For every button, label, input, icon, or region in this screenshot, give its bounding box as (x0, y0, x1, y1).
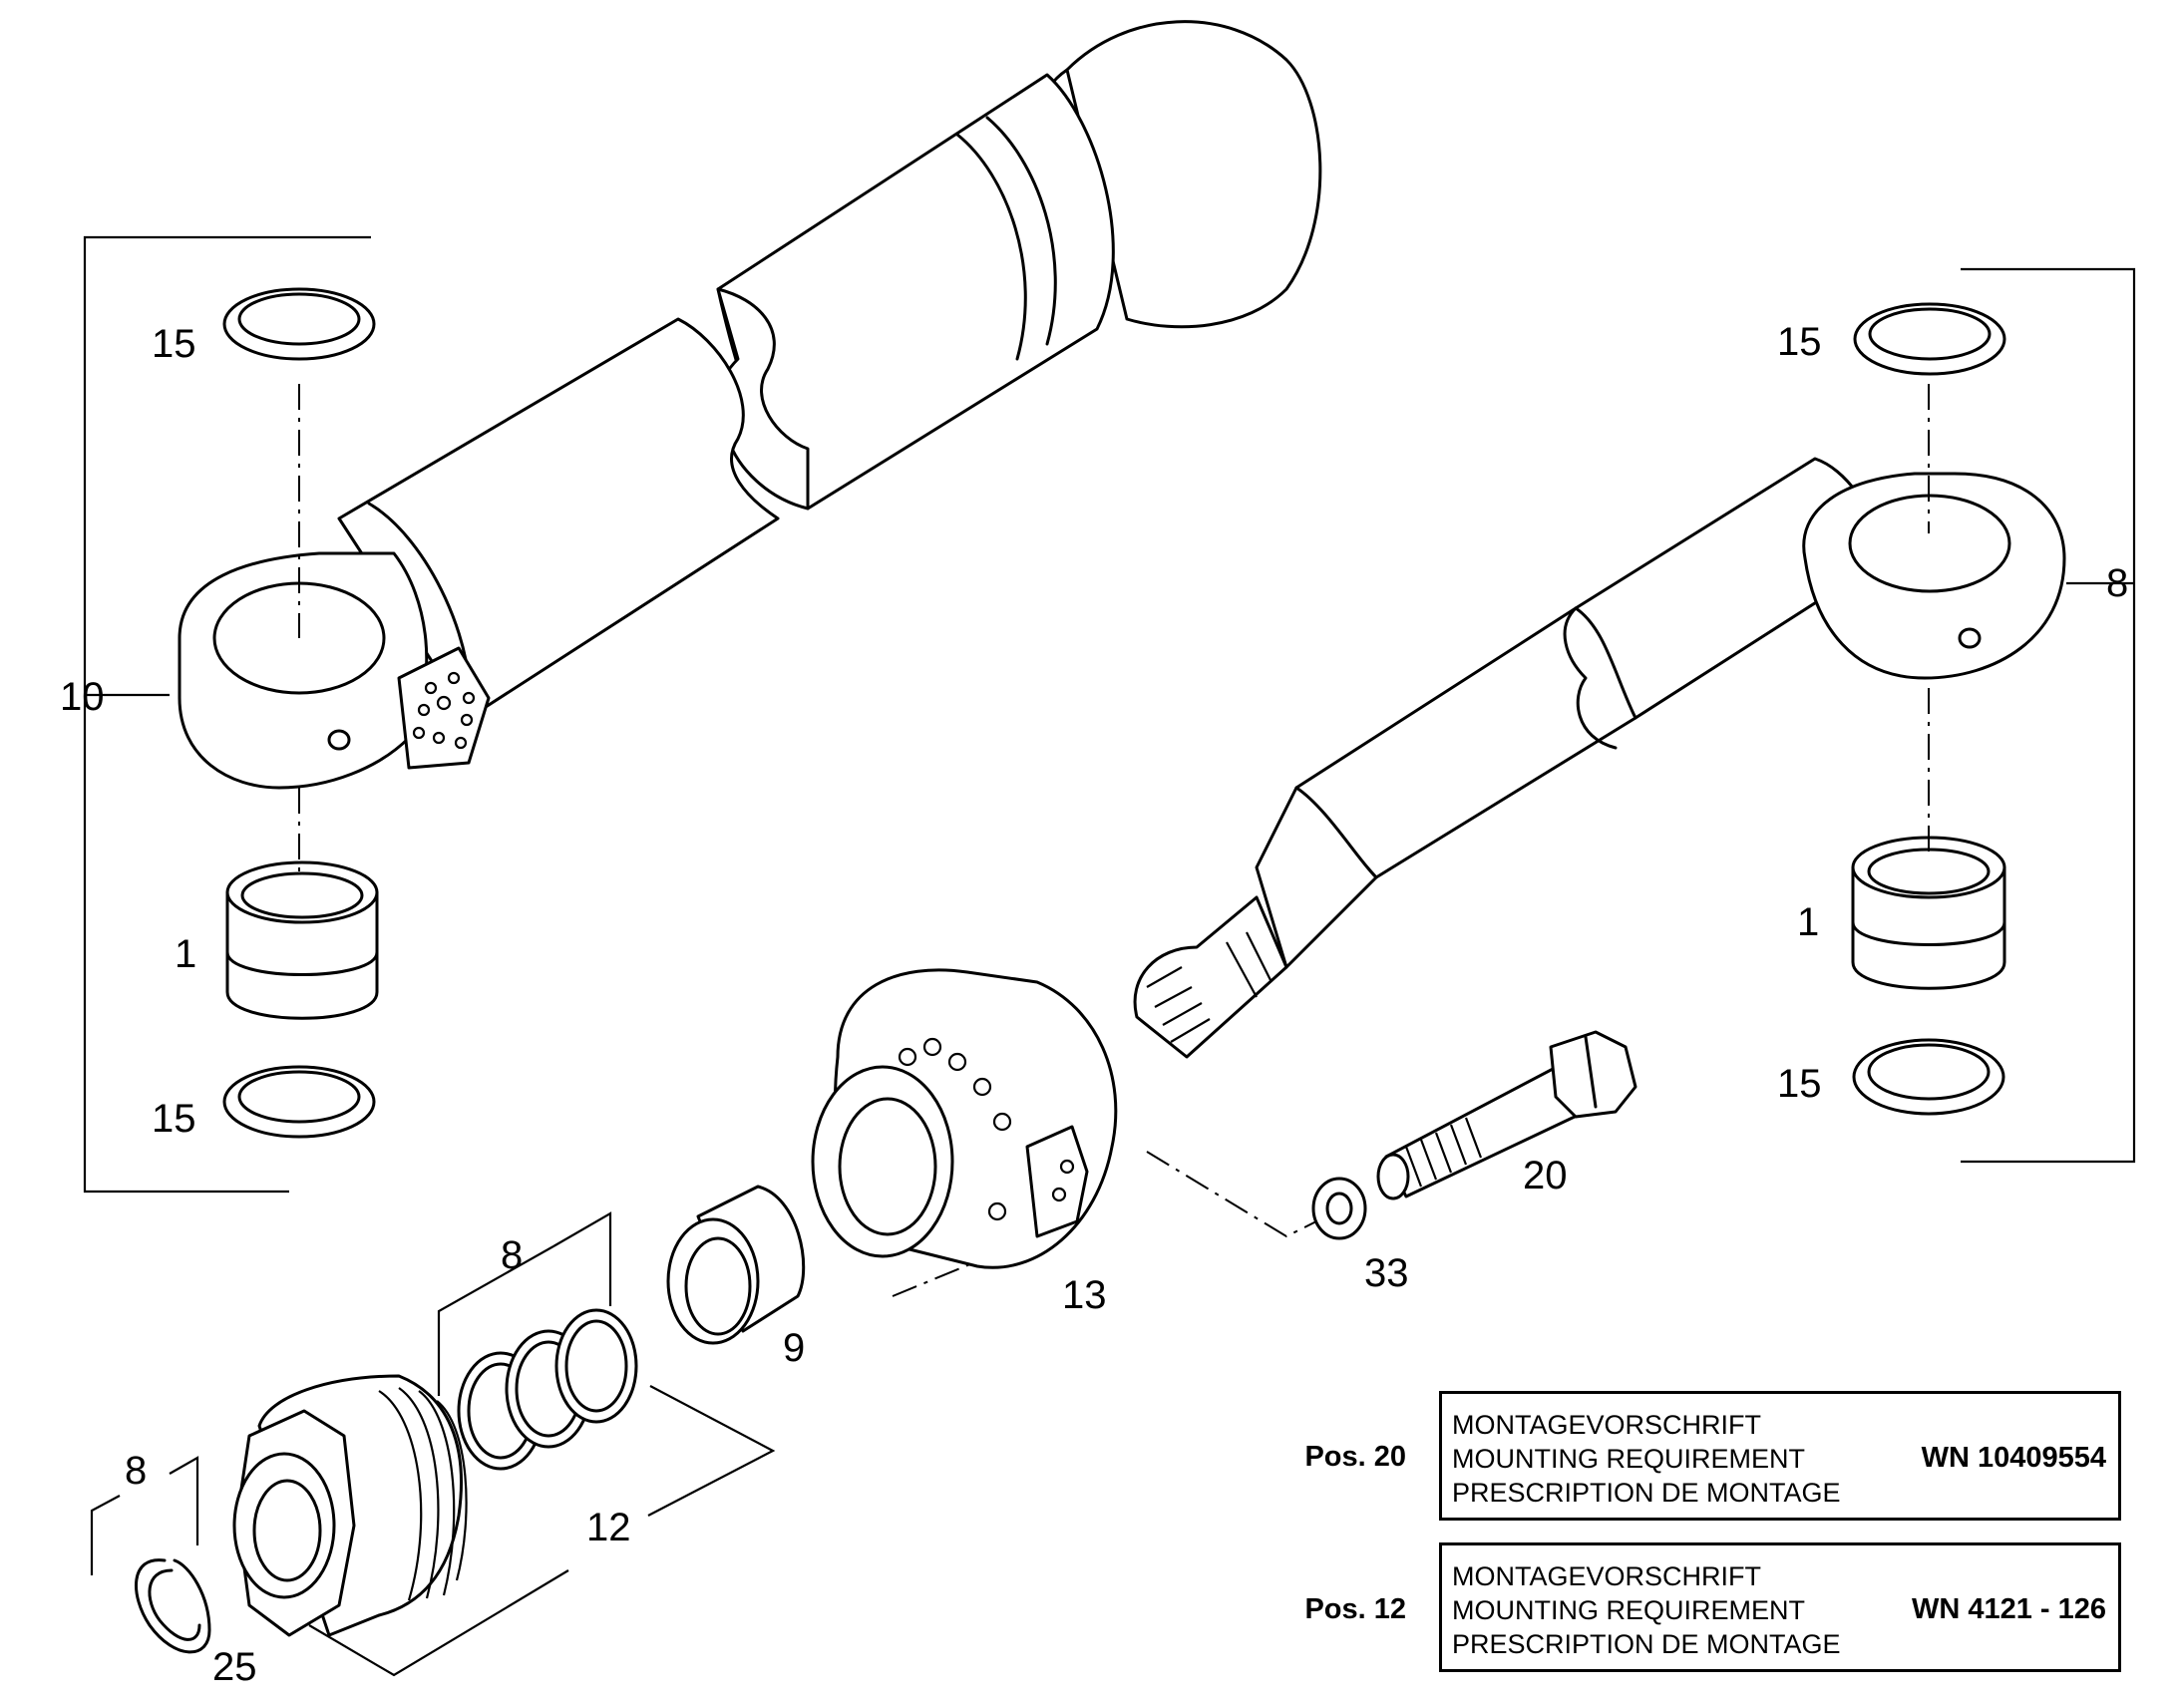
label-8-rod: 8 (2106, 561, 2128, 605)
seal-rings-8 (457, 1308, 638, 1471)
note-line-fr: PRESCRIPTION DE MONTAGE (1452, 1478, 1841, 1508)
cylinder-tube (178, 20, 1322, 790)
label-15-left-upper: 15 (152, 322, 196, 366)
note-line-fr: PRESCRIPTION DE MONTAGE (1452, 1629, 1841, 1659)
label-15-right-lower: 15 (1777, 1062, 1822, 1106)
washer-33 (1311, 1177, 1367, 1240)
center-lines (298, 384, 1930, 1297)
mounting-note-pos-12: MONTAGEVORSCHRIFT MOUNTING REQUIREMENT P… (1439, 1542, 2121, 1672)
label-8-seals: 8 (501, 1233, 523, 1277)
note-line-en: MOUNTING REQUIREMENT (1452, 1444, 1805, 1474)
note-code: WN 4121 - 126 (1911, 1593, 2106, 1625)
note-line-de: MONTAGEVORSCHRIFT (1452, 1410, 1761, 1440)
brackets (83, 235, 2136, 1677)
label-10: 10 (60, 675, 105, 719)
mounting-note-pos-20: MONTAGEVORSCHRIFT MOUNTING REQUIREMENT P… (1439, 1391, 2121, 1521)
right-lower-ring-15 (1852, 1038, 2005, 1116)
cylinder-head-13 (811, 968, 1118, 1269)
label-9: 9 (783, 1326, 805, 1370)
left-lower-ring-15 (222, 1065, 376, 1139)
label-15-right-upper: 15 (1777, 320, 1822, 364)
left-upper-ring-15 (222, 287, 376, 361)
note-pos-20: Pos. 20 (1304, 1441, 1406, 1473)
label-1-left: 1 (175, 932, 196, 976)
note-pos-12: Pos. 12 (1304, 1593, 1406, 1625)
piston-rod (1133, 457, 2066, 1059)
label-1-right: 1 (1797, 900, 1819, 944)
right-upper-ring-15 (1853, 302, 2006, 376)
label-12: 12 (586, 1506, 631, 1549)
piston-12 (232, 1374, 468, 1637)
right-bushing-1 (1851, 836, 2006, 990)
label-8-snap: 8 (125, 1449, 147, 1493)
note-line-en: MOUNTING REQUIREMENT (1452, 1595, 1805, 1625)
label-13: 13 (1062, 1273, 1107, 1317)
part-labels: 15 10 1 15 15 8 1 15 20 33 13 9 8 12 8 2… (60, 320, 2128, 1689)
label-20: 20 (1523, 1154, 1568, 1197)
note-line-de: MONTAGEVORSCHRIFT (1452, 1561, 1761, 1591)
label-15-left-lower: 15 (152, 1097, 196, 1141)
snap-ring-25 (135, 1558, 211, 1654)
left-bushing-1 (225, 860, 379, 1020)
bolt-20 (1376, 1030, 1637, 1200)
label-25: 25 (212, 1645, 257, 1689)
label-33: 33 (1364, 1251, 1409, 1295)
note-code: WN 10409554 (1921, 1442, 2106, 1474)
guide-bush-9 (666, 1185, 806, 1345)
